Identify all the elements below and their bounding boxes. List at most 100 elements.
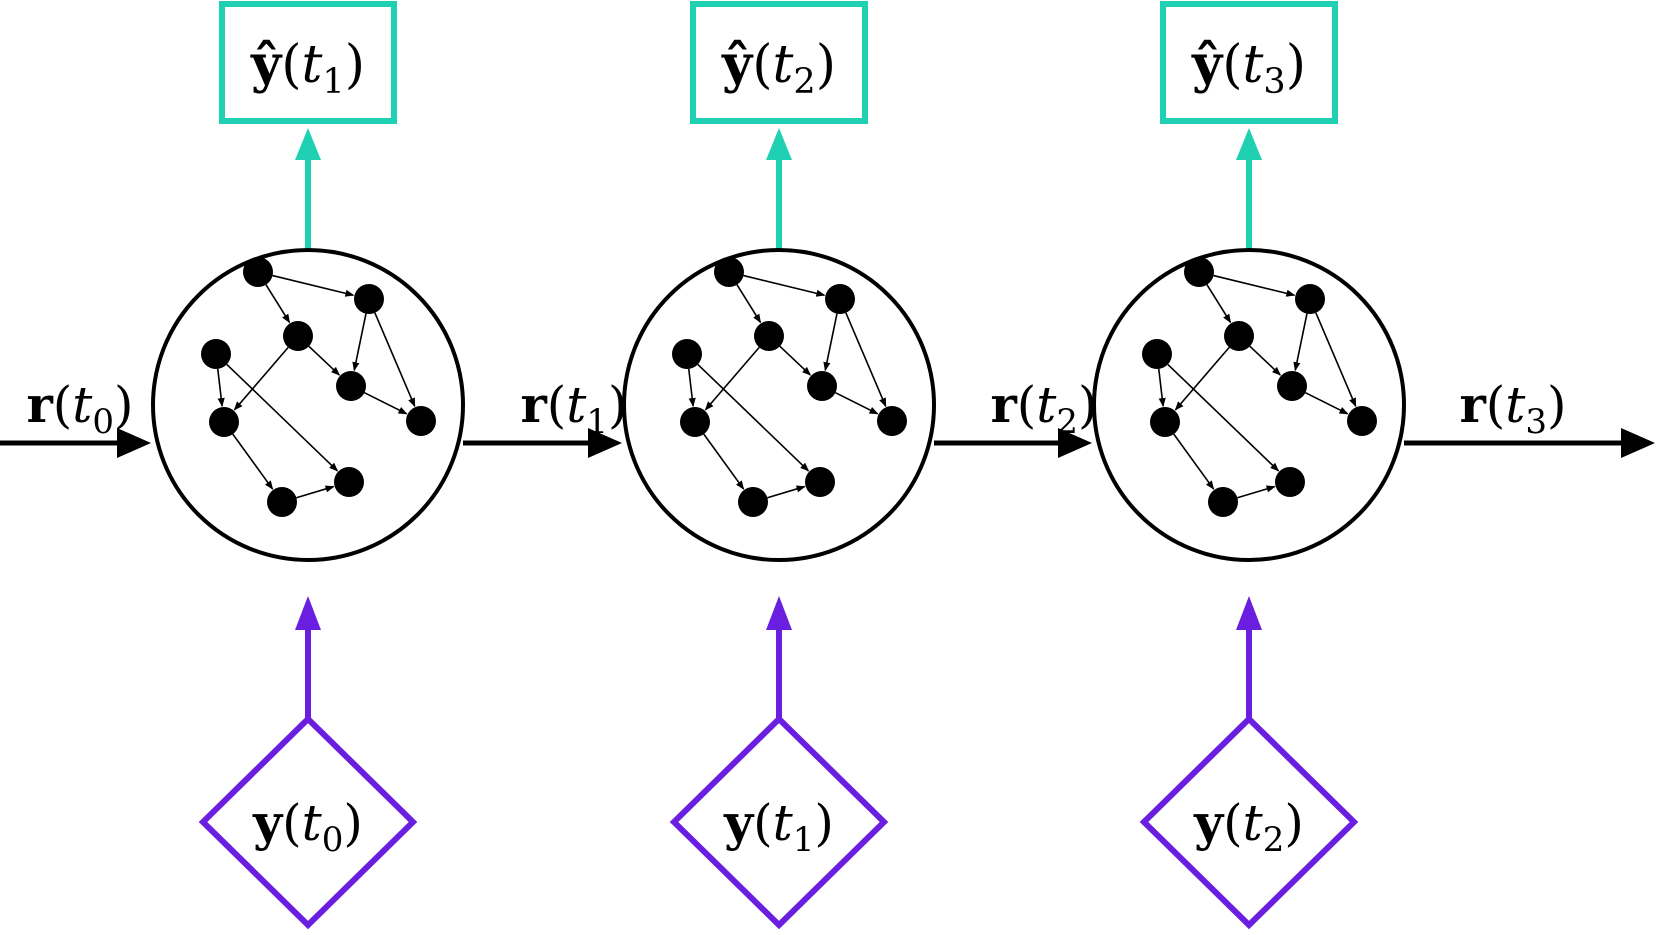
reservoir-edge [1206, 284, 1232, 324]
state-label-variable: t [1505, 376, 1526, 434]
state-arrow-head [117, 428, 151, 458]
reservoir-edge [1249, 345, 1282, 376]
state-label-subscript: 0 [92, 402, 114, 442]
reservoir-edge [226, 363, 339, 472]
output-label-subscript: 2 [793, 62, 815, 102]
reservoir-node [1275, 467, 1305, 497]
input-arrow-head [1236, 596, 1262, 630]
reservoir-edge [743, 274, 826, 297]
reservoir-edge [308, 345, 341, 376]
input-label-variable: t [1243, 794, 1264, 852]
reservoir-node [1142, 339, 1172, 369]
reservoir-edge [265, 284, 291, 324]
input-label-subscript: 0 [322, 820, 344, 860]
output-label-open-paren: ( [752, 35, 772, 95]
reservoir-edge [736, 284, 762, 324]
reservoir-node [209, 407, 239, 437]
reservoir-edge [697, 363, 810, 472]
reservoir-node [334, 467, 364, 497]
input-label: y(t2) [1193, 793, 1304, 860]
reservoir-edge [1293, 313, 1308, 372]
output-label-open-paren: ( [1222, 35, 1242, 95]
state-label-close-paren: ) [114, 376, 134, 434]
reservoir-edge [779, 345, 812, 376]
output-arrow-head [295, 128, 321, 160]
state-label-close-paren: ) [1547, 376, 1567, 434]
reservoir-node [672, 339, 702, 369]
state-arrow-head [1058, 428, 1092, 458]
state-label: r(t2) [990, 375, 1097, 442]
state-label-close-paren: ) [608, 376, 628, 434]
reservoir-circle [622, 248, 936, 562]
input-label-variable: t [773, 794, 794, 852]
state-label-variable: t [72, 376, 93, 434]
state-label-subscript: 1 [586, 402, 608, 442]
input-arrow-head [766, 596, 792, 630]
reservoir-node [1184, 257, 1214, 287]
output-label: ŷ(t2) [721, 34, 836, 102]
reservoir-circle [1092, 248, 1406, 562]
output-arrow-head [1236, 128, 1262, 160]
reservoir-node [354, 284, 384, 314]
reservoir-edge [687, 368, 696, 408]
reservoir-edge [823, 313, 838, 372]
input-label-close-paren: ) [1284, 794, 1304, 852]
state-label-symbol: r [26, 375, 53, 434]
reservoir-node [406, 406, 436, 436]
output-label-open-paren: ( [281, 35, 301, 95]
output-arrow-head [766, 128, 792, 160]
state-arrow-head [1621, 428, 1655, 458]
reservoir-node [754, 321, 784, 351]
reservoir-edge [1157, 368, 1166, 408]
output-label-subscript: 1 [322, 62, 344, 102]
input-label-symbol: y [1193, 793, 1225, 852]
input-label-open-paren: ( [282, 794, 302, 852]
reservoir-node [1150, 407, 1180, 437]
state-label: r(t1) [520, 375, 627, 442]
reservoir-node [1208, 487, 1238, 517]
reservoir-edge [703, 433, 745, 490]
output-box [690, 1, 868, 124]
reservoir-edge [767, 485, 806, 499]
reservoir-node [267, 487, 297, 517]
state-label-variable: t [1036, 376, 1057, 434]
state-label-open-paren: ( [1486, 376, 1506, 434]
output-box [219, 1, 397, 124]
input-label-close-paren: ) [814, 794, 834, 852]
reservoir-edge [1237, 485, 1276, 499]
input-diamond [669, 714, 889, 930]
reservoir-node [825, 284, 855, 314]
reservoir-node [877, 406, 907, 436]
input-arrow-head [295, 596, 321, 630]
reservoir-circle [151, 248, 465, 562]
reservoir-node [201, 339, 231, 369]
reservoir-edge [835, 391, 879, 415]
output-label-symbol: ŷ [1191, 34, 1224, 95]
output-label-symbol: ŷ [250, 34, 283, 95]
input-diamond [198, 714, 418, 930]
reservoir-edge [1173, 433, 1215, 490]
output-label-close-paren: ) [345, 35, 365, 95]
reservoir-edge [216, 368, 225, 408]
reservoir-node [1295, 284, 1325, 314]
input-diamond [1139, 714, 1359, 930]
input-label-symbol: y [252, 793, 284, 852]
reservoir-edge [1174, 346, 1230, 411]
reservoir-node [243, 257, 273, 287]
reservoir-node [1347, 406, 1377, 436]
output-label-subscript: 3 [1263, 62, 1285, 102]
input-label: y(t0) [252, 793, 363, 860]
state-label-open-paren: ( [547, 376, 567, 434]
reservoir-edge [1213, 274, 1296, 297]
input-label-open-paren: ( [753, 794, 773, 852]
input-label-close-paren: ) [343, 794, 363, 852]
input-label-subscript: 2 [1263, 820, 1285, 860]
reservoir-node [738, 487, 768, 517]
reservoir-node [1277, 371, 1307, 401]
state-label-open-paren: ( [1017, 376, 1037, 434]
state-label-subscript: 2 [1056, 402, 1078, 442]
reservoir-edge [374, 312, 416, 408]
output-label-close-paren: ) [1286, 35, 1306, 95]
reservoir-node [807, 371, 837, 401]
